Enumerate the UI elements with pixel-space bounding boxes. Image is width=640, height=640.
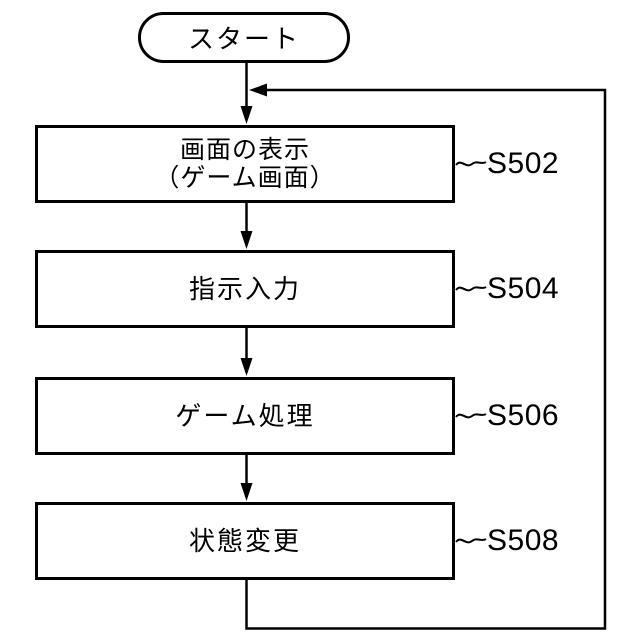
process-box-s506-line1: ゲーム処理 bbox=[175, 401, 315, 431]
process-box-s502: 画面の表示 （ゲーム画面） bbox=[35, 125, 455, 203]
step-ref-s504-text: S504 bbox=[487, 272, 560, 305]
process-box-s504: 指示入力 bbox=[35, 250, 455, 328]
step-ref-s506-text: S506 bbox=[487, 399, 560, 432]
arrowhead-into-s508 bbox=[240, 483, 253, 501]
arrowhead-loop-back bbox=[249, 83, 267, 97]
start-terminal: スタート bbox=[138, 12, 350, 63]
step-ref-s508-text: S508 bbox=[487, 524, 560, 557]
arrowhead-into-s502 bbox=[240, 106, 253, 124]
step-ref-s504: S504 bbox=[455, 269, 559, 309]
process-box-s502-line1: 画面の表示 bbox=[179, 136, 310, 164]
process-box-s508: 状態変更 bbox=[35, 502, 455, 580]
connector-loop-back bbox=[245, 88, 607, 630]
squiggle-leader-icon bbox=[455, 538, 487, 544]
process-box-s502-line2: （ゲーム画面） bbox=[154, 164, 336, 192]
step-ref-s508: S508 bbox=[455, 521, 559, 561]
step-ref-s506: S506 bbox=[455, 396, 559, 436]
step-ref-s502-text: S502 bbox=[487, 147, 560, 180]
process-box-s504-line1: 指示入力 bbox=[188, 274, 301, 304]
process-box-s508-line1: 状態変更 bbox=[188, 526, 301, 556]
arrowhead-into-s506 bbox=[240, 358, 253, 376]
squiggle-leader-icon bbox=[455, 161, 487, 167]
squiggle-leader-icon bbox=[455, 286, 487, 292]
start-label: スタート bbox=[187, 24, 300, 54]
step-ref-s502: S502 bbox=[455, 144, 559, 184]
arrowhead-into-s504 bbox=[240, 231, 253, 249]
squiggle-leader-icon bbox=[455, 413, 487, 419]
process-box-s506: ゲーム処理 bbox=[35, 377, 455, 455]
